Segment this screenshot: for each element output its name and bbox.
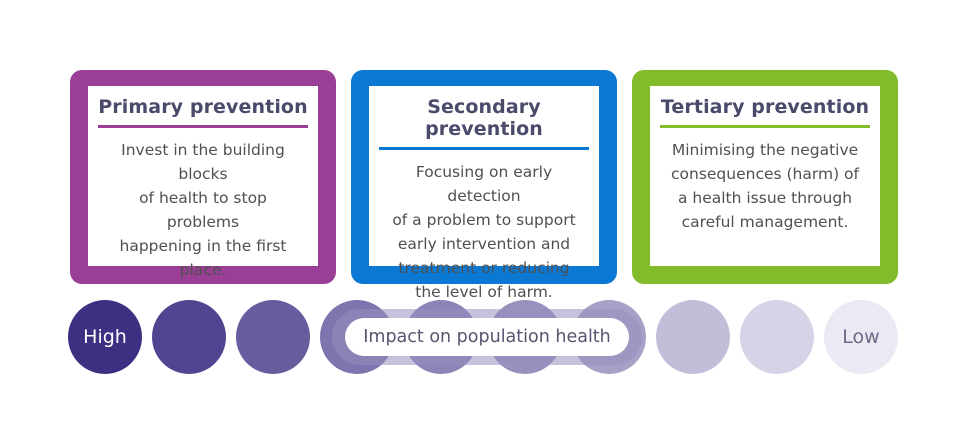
secondary-prevention-description: Focusing on early detection of a problem… — [379, 160, 589, 304]
low-label: Low — [842, 326, 880, 348]
primary-prevention-content: Primary prevention Invest in the buildin… — [88, 86, 318, 279]
scale-circle — [236, 300, 310, 374]
description-line: Invest in the building blocks — [121, 141, 285, 183]
scale-circle — [740, 300, 814, 374]
primary-prevention-description: Invest in the building blocks of health … — [98, 138, 308, 282]
tertiary-prevention-title: Tertiary prevention — [660, 96, 870, 128]
tertiary-prevention-box: Tertiary prevention Minimising the negat… — [632, 70, 898, 284]
primary-prevention-title: Primary prevention — [98, 96, 308, 128]
scale-circle — [152, 300, 226, 374]
description-line: careful management. — [681, 213, 849, 231]
tertiary-prevention-description: Minimising the negative consequences (ha… — [660, 138, 870, 234]
description-line: Minimising the negative — [671, 141, 859, 159]
description-line: treatment or reducing — [398, 259, 570, 277]
high-label: High — [83, 326, 127, 348]
description-line: early intervention and — [397, 235, 571, 253]
impact-label-pill: Impact on population health — [345, 318, 629, 356]
description-line: consequences (harm) of — [670, 165, 859, 183]
description-line: Focusing on early detection — [415, 163, 553, 205]
scale-circle — [656, 300, 730, 374]
secondary-prevention-content: Secondary prevention Focusing on early d… — [369, 86, 599, 301]
description-line: a health issue through — [677, 189, 853, 207]
tertiary-prevention-content: Tertiary prevention Minimising the negat… — [650, 86, 880, 266]
secondary-prevention-title: Secondary prevention — [379, 96, 589, 150]
description-line: of a problem to support — [392, 211, 576, 229]
scale-circle-low: Low — [824, 300, 898, 374]
primary-prevention-box: Primary prevention Invest in the buildin… — [70, 70, 336, 284]
description-line: the level of harm. — [415, 283, 553, 301]
description-line: of health to stop problems — [139, 189, 267, 231]
secondary-prevention-box: Secondary prevention Focusing on early d… — [351, 70, 617, 301]
scale-circle-high: High — [68, 300, 142, 374]
impact-label: Impact on population health — [363, 327, 611, 347]
description-line: happening in the first place. — [119, 237, 287, 279]
